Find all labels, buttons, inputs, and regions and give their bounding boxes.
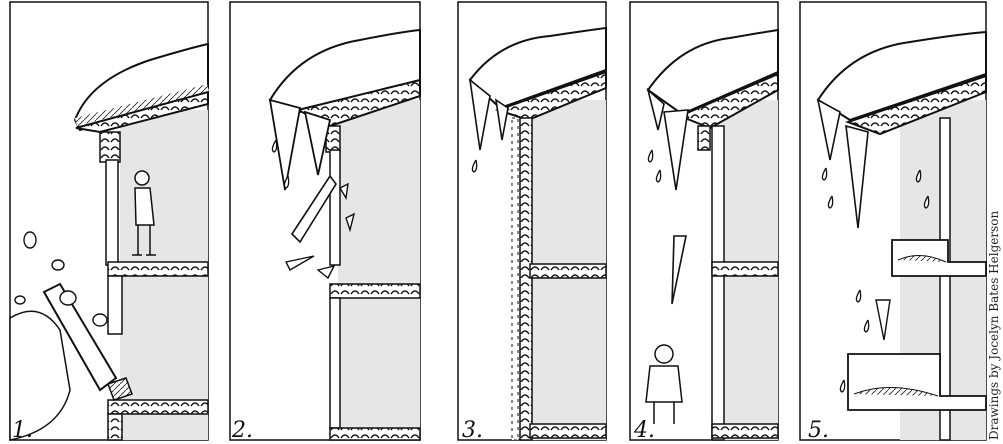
wall-column — [106, 160, 118, 265]
wall-column — [330, 150, 340, 265]
panel-1-number: 1. — [12, 418, 33, 443]
water-drop — [822, 168, 826, 180]
panel-3-number: 3. — [462, 418, 483, 443]
person-figure — [646, 345, 682, 424]
debris-chunk — [24, 232, 36, 248]
water-drop — [648, 150, 652, 162]
wet-wall-column — [520, 118, 532, 440]
panel-4-number: 4. — [633, 418, 655, 443]
panel-1: 1. — [10, 2, 208, 443]
panel-3: 3. — [458, 2, 606, 443]
floor-slab — [330, 284, 420, 298]
water-drop — [272, 140, 276, 152]
water-drop — [472, 160, 476, 172]
panel-5-number: 5. — [808, 418, 829, 443]
floor-slab — [108, 262, 208, 276]
panel-2-number: 2. — [231, 418, 253, 443]
icicle — [664, 110, 688, 190]
panel-5: 5. — [800, 2, 986, 443]
falling-icicle — [672, 236, 686, 304]
wall-column — [940, 118, 950, 440]
interior-wall — [338, 100, 420, 440]
floor-slab — [530, 264, 606, 278]
panel-4: 4. — [630, 2, 778, 443]
floor-slab — [712, 262, 778, 276]
credit-text: Drawings by Jocelyn Bates Helgerson — [987, 211, 1001, 440]
wall-column — [712, 126, 724, 440]
panel-2: 2. — [230, 2, 420, 443]
